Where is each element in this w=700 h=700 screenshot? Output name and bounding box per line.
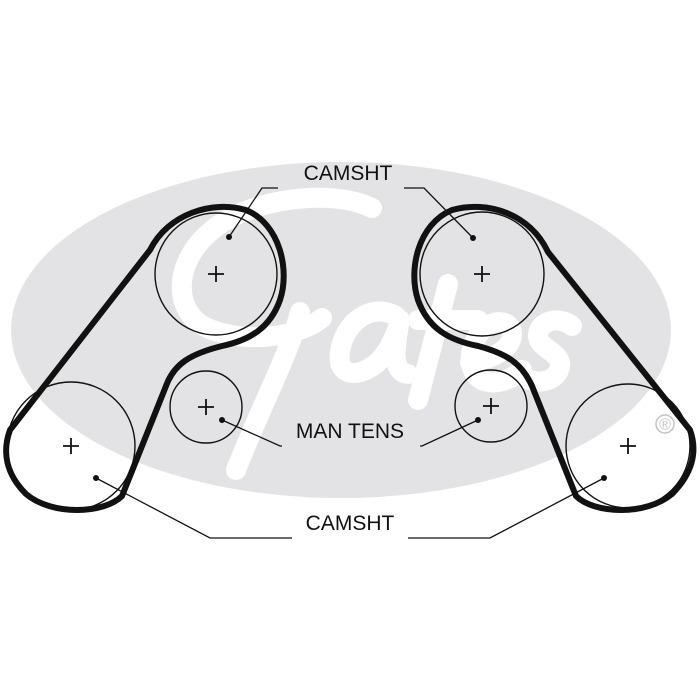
camshaft-pulley-top-left bbox=[154, 212, 278, 336]
leader-dot bbox=[219, 417, 225, 423]
pulley-center-mark bbox=[198, 399, 214, 415]
gates-logo: ® bbox=[11, 162, 675, 498]
camshaft-pulley-top-right bbox=[419, 211, 545, 337]
tensioner-label: MAN TENS bbox=[296, 420, 404, 443]
pulley-center-mark bbox=[483, 398, 499, 414]
camshaft-bottom-label: CAMSHT bbox=[306, 512, 395, 535]
camshaft-bottom-leader-line bbox=[95, 477, 605, 539]
leader-dot bbox=[226, 234, 232, 240]
tensioner-pulley-left bbox=[169, 370, 243, 444]
logo-letter-g bbox=[171, 187, 382, 348]
registered-mark-text: ® bbox=[659, 417, 671, 434]
logo-letter-s bbox=[512, 310, 582, 392]
logo-letter-a bbox=[329, 301, 418, 384]
logo-letter-g-bar bbox=[226, 302, 310, 480]
camshaft-top-label: CAMSHT bbox=[304, 162, 393, 185]
leader-dot bbox=[601, 475, 607, 481]
timing-belt-right bbox=[411, 204, 697, 513]
leader-dot bbox=[470, 235, 476, 241]
leader-dot bbox=[475, 417, 481, 423]
tensioner-leader-line bbox=[221, 419, 479, 447]
pulley-center-mark bbox=[474, 266, 490, 282]
timing-belt-left bbox=[3, 203, 287, 513]
logo-letter-e bbox=[460, 312, 532, 393]
camshaft-top-leader-line bbox=[228, 187, 474, 239]
registered-mark-icon: ® bbox=[655, 414, 675, 434]
pulley-center-mark bbox=[208, 266, 224, 282]
pulley-center-mark bbox=[63, 438, 79, 454]
leader-dot bbox=[93, 475, 99, 481]
pulley-center-mark bbox=[620, 438, 636, 454]
tensioner-pulley-right bbox=[454, 369, 528, 443]
